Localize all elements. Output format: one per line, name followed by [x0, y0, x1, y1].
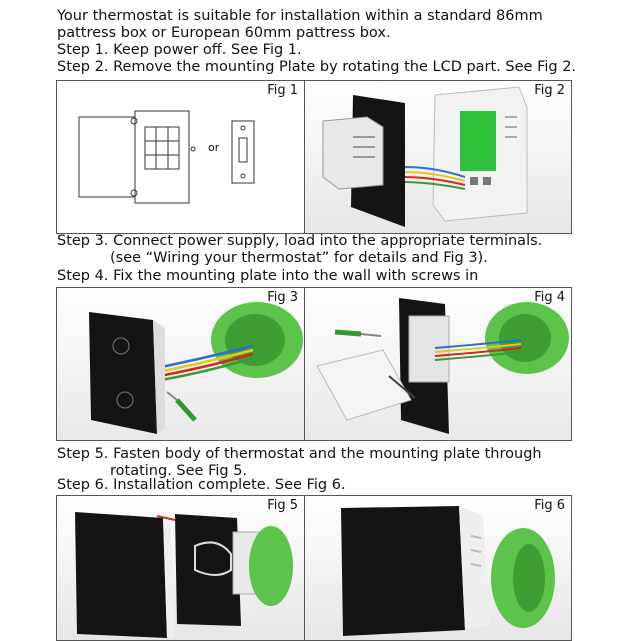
figure-1-panel: Fig 1 or — [56, 80, 305, 234]
step-3-note: (see “Wiring your thermostat” for detail… — [110, 250, 488, 266]
figure-6-label: Fig 6 — [534, 498, 565, 513]
figure-1-drawing — [78, 110, 255, 204]
step-6-text: Step 6. Installation complete. See Fig 6… — [57, 477, 346, 493]
step-5-text: Step 5. Fasten body of thermostat and th… — [57, 446, 542, 462]
figure-5-panel: Fig 5 — [56, 495, 305, 641]
figure-4-drawing — [316, 298, 569, 434]
figure-5-label: Fig 5 — [267, 498, 298, 513]
figure-2-label: Fig 2 — [534, 83, 565, 98]
step-3-text: Step 3. Connect power supply, load into … — [57, 233, 543, 249]
figure-6-panel: Fig 6 — [304, 495, 572, 641]
figure-6-drawing — [341, 506, 555, 636]
figure-4-panel: Fig 4 — [304, 287, 572, 441]
intro-line-1: Your thermostat is suitable for installa… — [57, 8, 543, 24]
step-4-text: Step 4. Fix the mounting plate into the … — [57, 268, 479, 284]
figure-5-drawing — [75, 512, 293, 638]
figure-4-label: Fig 4 — [534, 290, 565, 305]
figure-3-drawing — [89, 302, 303, 434]
figure-3-panel: Fig 3 — [56, 287, 305, 441]
intro-line-2: pattress box or European 60mm pattress b… — [57, 25, 391, 41]
step-5-note: rotating. See Fig 5. — [110, 463, 248, 479]
figure-3-label: Fig 3 — [267, 290, 298, 305]
figure-2-panel: Fig 2 — [304, 80, 572, 234]
step-2-text: Step 2. Remove the mounting Plate by rot… — [57, 59, 577, 75]
figure-1-label: Fig 1 — [267, 83, 298, 98]
figure-2-drawing — [322, 86, 528, 227]
step-1-text: Step 1. Keep power off. See Fig 1. — [57, 42, 302, 58]
figure-1-or-label: or — [208, 141, 220, 154]
